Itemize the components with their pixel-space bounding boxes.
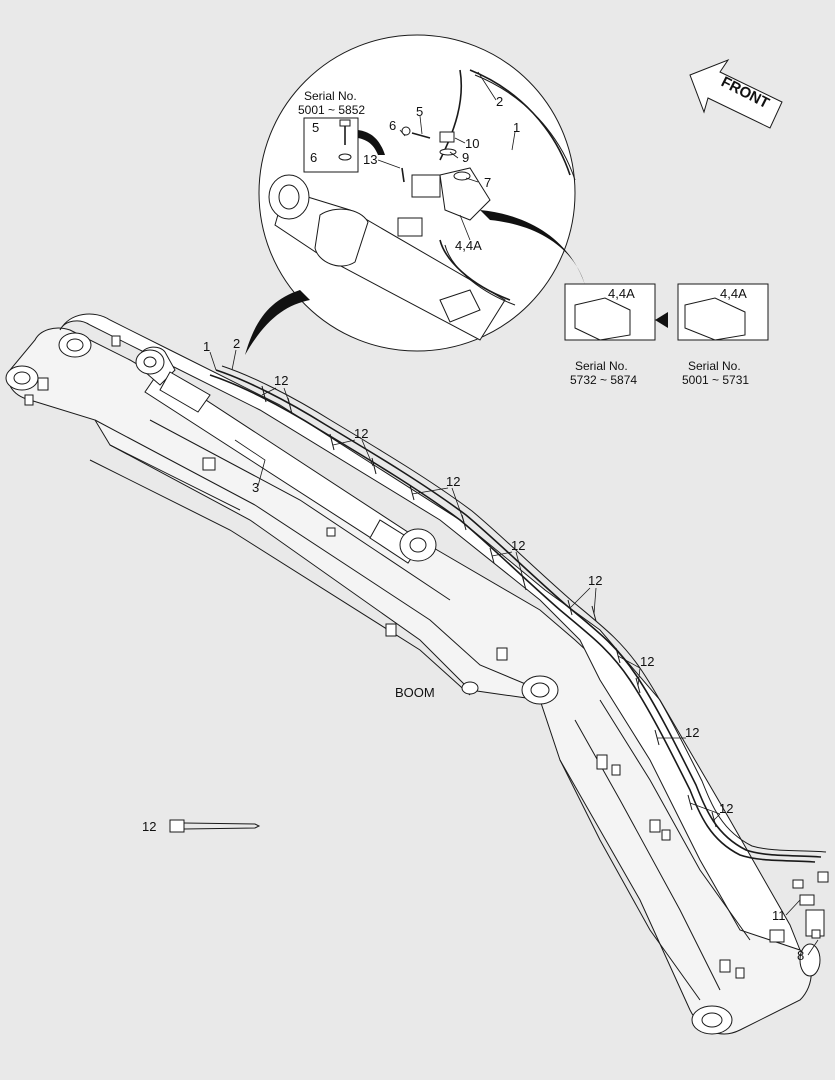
valve-label-b: 4,4A (608, 286, 635, 301)
part-7-detail: 7 (484, 175, 491, 190)
part-3-main: 3 (252, 480, 259, 495)
front-arrow: FRONT (689, 58, 783, 129)
part-2-detail: 2 (496, 94, 503, 109)
serial-title-a: Serial No. (304, 89, 357, 103)
part-12-e: 12 (588, 573, 602, 588)
serial-title-c: Serial No. (688, 359, 741, 373)
part-12-f: 12 (640, 654, 654, 669)
part-12-c: 12 (446, 474, 460, 489)
leader-lines (209, 71, 819, 956)
text-labels: Serial No. 5001 ~ 5852 5 6 2 1 5 6 10 9 … (142, 89, 804, 963)
part-11-main: 11 (772, 908, 786, 923)
serial-title-b: Serial No. (575, 359, 628, 373)
part-5-inset: 5 (312, 120, 319, 135)
serial-range-a: 5001 ~ 5852 (298, 103, 365, 117)
boom-structure (5, 313, 821, 1035)
cable-tie-illustration (169, 819, 261, 833)
part-1-detail: 1 (513, 120, 520, 135)
end-fittings (792, 871, 829, 939)
part-12-d: 12 (511, 538, 525, 553)
part-5-detail: 5 (416, 104, 423, 119)
part-12-b: 12 (354, 426, 368, 441)
part-13-detail: 13 (363, 152, 377, 167)
part-9-detail: 9 (462, 150, 469, 165)
hose-lines (209, 365, 827, 863)
serial-range-b: 5732 ~ 5874 (570, 373, 637, 387)
valve-label-c: 4,4A (720, 286, 747, 301)
part-12-a: 12 (274, 373, 288, 388)
part-8-main: 8 (797, 948, 804, 963)
valve-label-detail: 4,4A (455, 238, 482, 253)
boom-cylinder (135, 346, 437, 564)
part-1-main: 1 (203, 339, 210, 354)
valve-variant-views (564, 283, 769, 341)
part-10-detail: 10 (465, 136, 479, 151)
part-12-h: 12 (719, 801, 733, 816)
part-2-main: 2 (233, 336, 240, 351)
boom-label: BOOM (395, 685, 435, 700)
part-12-g: 12 (685, 725, 699, 740)
detail-view (245, 34, 585, 355)
part-6-inset: 6 (310, 150, 317, 165)
serial-range-c: 5001 ~ 5731 (682, 373, 749, 387)
part-12-legend: 12 (142, 819, 156, 834)
part-6-detail: 6 (389, 118, 396, 133)
